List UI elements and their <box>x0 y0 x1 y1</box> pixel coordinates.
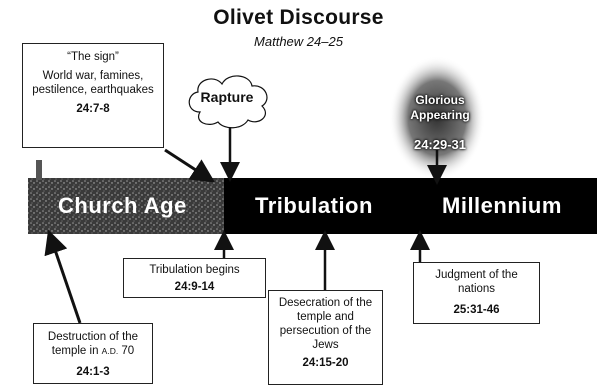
church-age-post <box>36 160 42 180</box>
destruction-box-ref: 24:1-3 <box>76 366 110 378</box>
glory-burst <box>389 56 485 180</box>
desecration-box-ref: 24:15-20 <box>302 357 349 369</box>
destruction-box: Destruction of the temple in A.D. 70 24:… <box>33 323 153 384</box>
sign-text: World war, famines, pestilence, earthqua… <box>32 70 154 96</box>
tribulation-box-ref: 24:9-14 <box>174 281 215 293</box>
tribulation-label: Tribulation <box>255 193 373 218</box>
sign-heading: “The sign” <box>67 51 119 63</box>
desecration-box-text: Desecration of the temple and persecutio… <box>278 297 373 351</box>
destruction-year: 70 <box>121 345 135 357</box>
future-band <box>224 178 597 234</box>
destruction-text: Destruction of the temple in <box>47 331 139 357</box>
destruction-arrow <box>44 229 82 324</box>
sign-arrow <box>164 148 216 183</box>
diagram-title: Olivet Discourse <box>213 6 384 29</box>
rapture-label: Rapture <box>200 89 254 105</box>
destruction-era: A.D. <box>101 346 119 356</box>
glorious-line2: Appearing <box>410 108 470 122</box>
church-age-band <box>28 178 226 234</box>
destruction-box-text: Destruction of the temple in A.D. 70 <box>34 330 152 358</box>
judgment-box-ref: 25:31-46 <box>453 304 500 316</box>
judgment-box: Judgment of the nations 25:31-46 <box>413 262 540 324</box>
millennium-label: Millennium <box>442 193 562 218</box>
glorious-line1: Glorious <box>415 93 465 107</box>
glorious-ref: 24:29-31 <box>413 137 467 152</box>
church-age-label: Church Age <box>58 193 187 218</box>
judgment-box-text: Judgment of the nations <box>435 269 518 295</box>
rapture-cloud <box>188 75 268 129</box>
desecration-box: Desecration of the temple and persecutio… <box>268 290 383 385</box>
tribulation-box-text: Tribulation begins <box>149 264 240 276</box>
sign-box: “The sign” World war, famines, pestilenc… <box>22 43 164 148</box>
sign-ref: 24:7-8 <box>76 103 110 115</box>
diagram-subtitle: Matthew 24–25 <box>254 34 343 49</box>
tribulation-box: Tribulation begins 24:9-14 <box>123 258 266 298</box>
